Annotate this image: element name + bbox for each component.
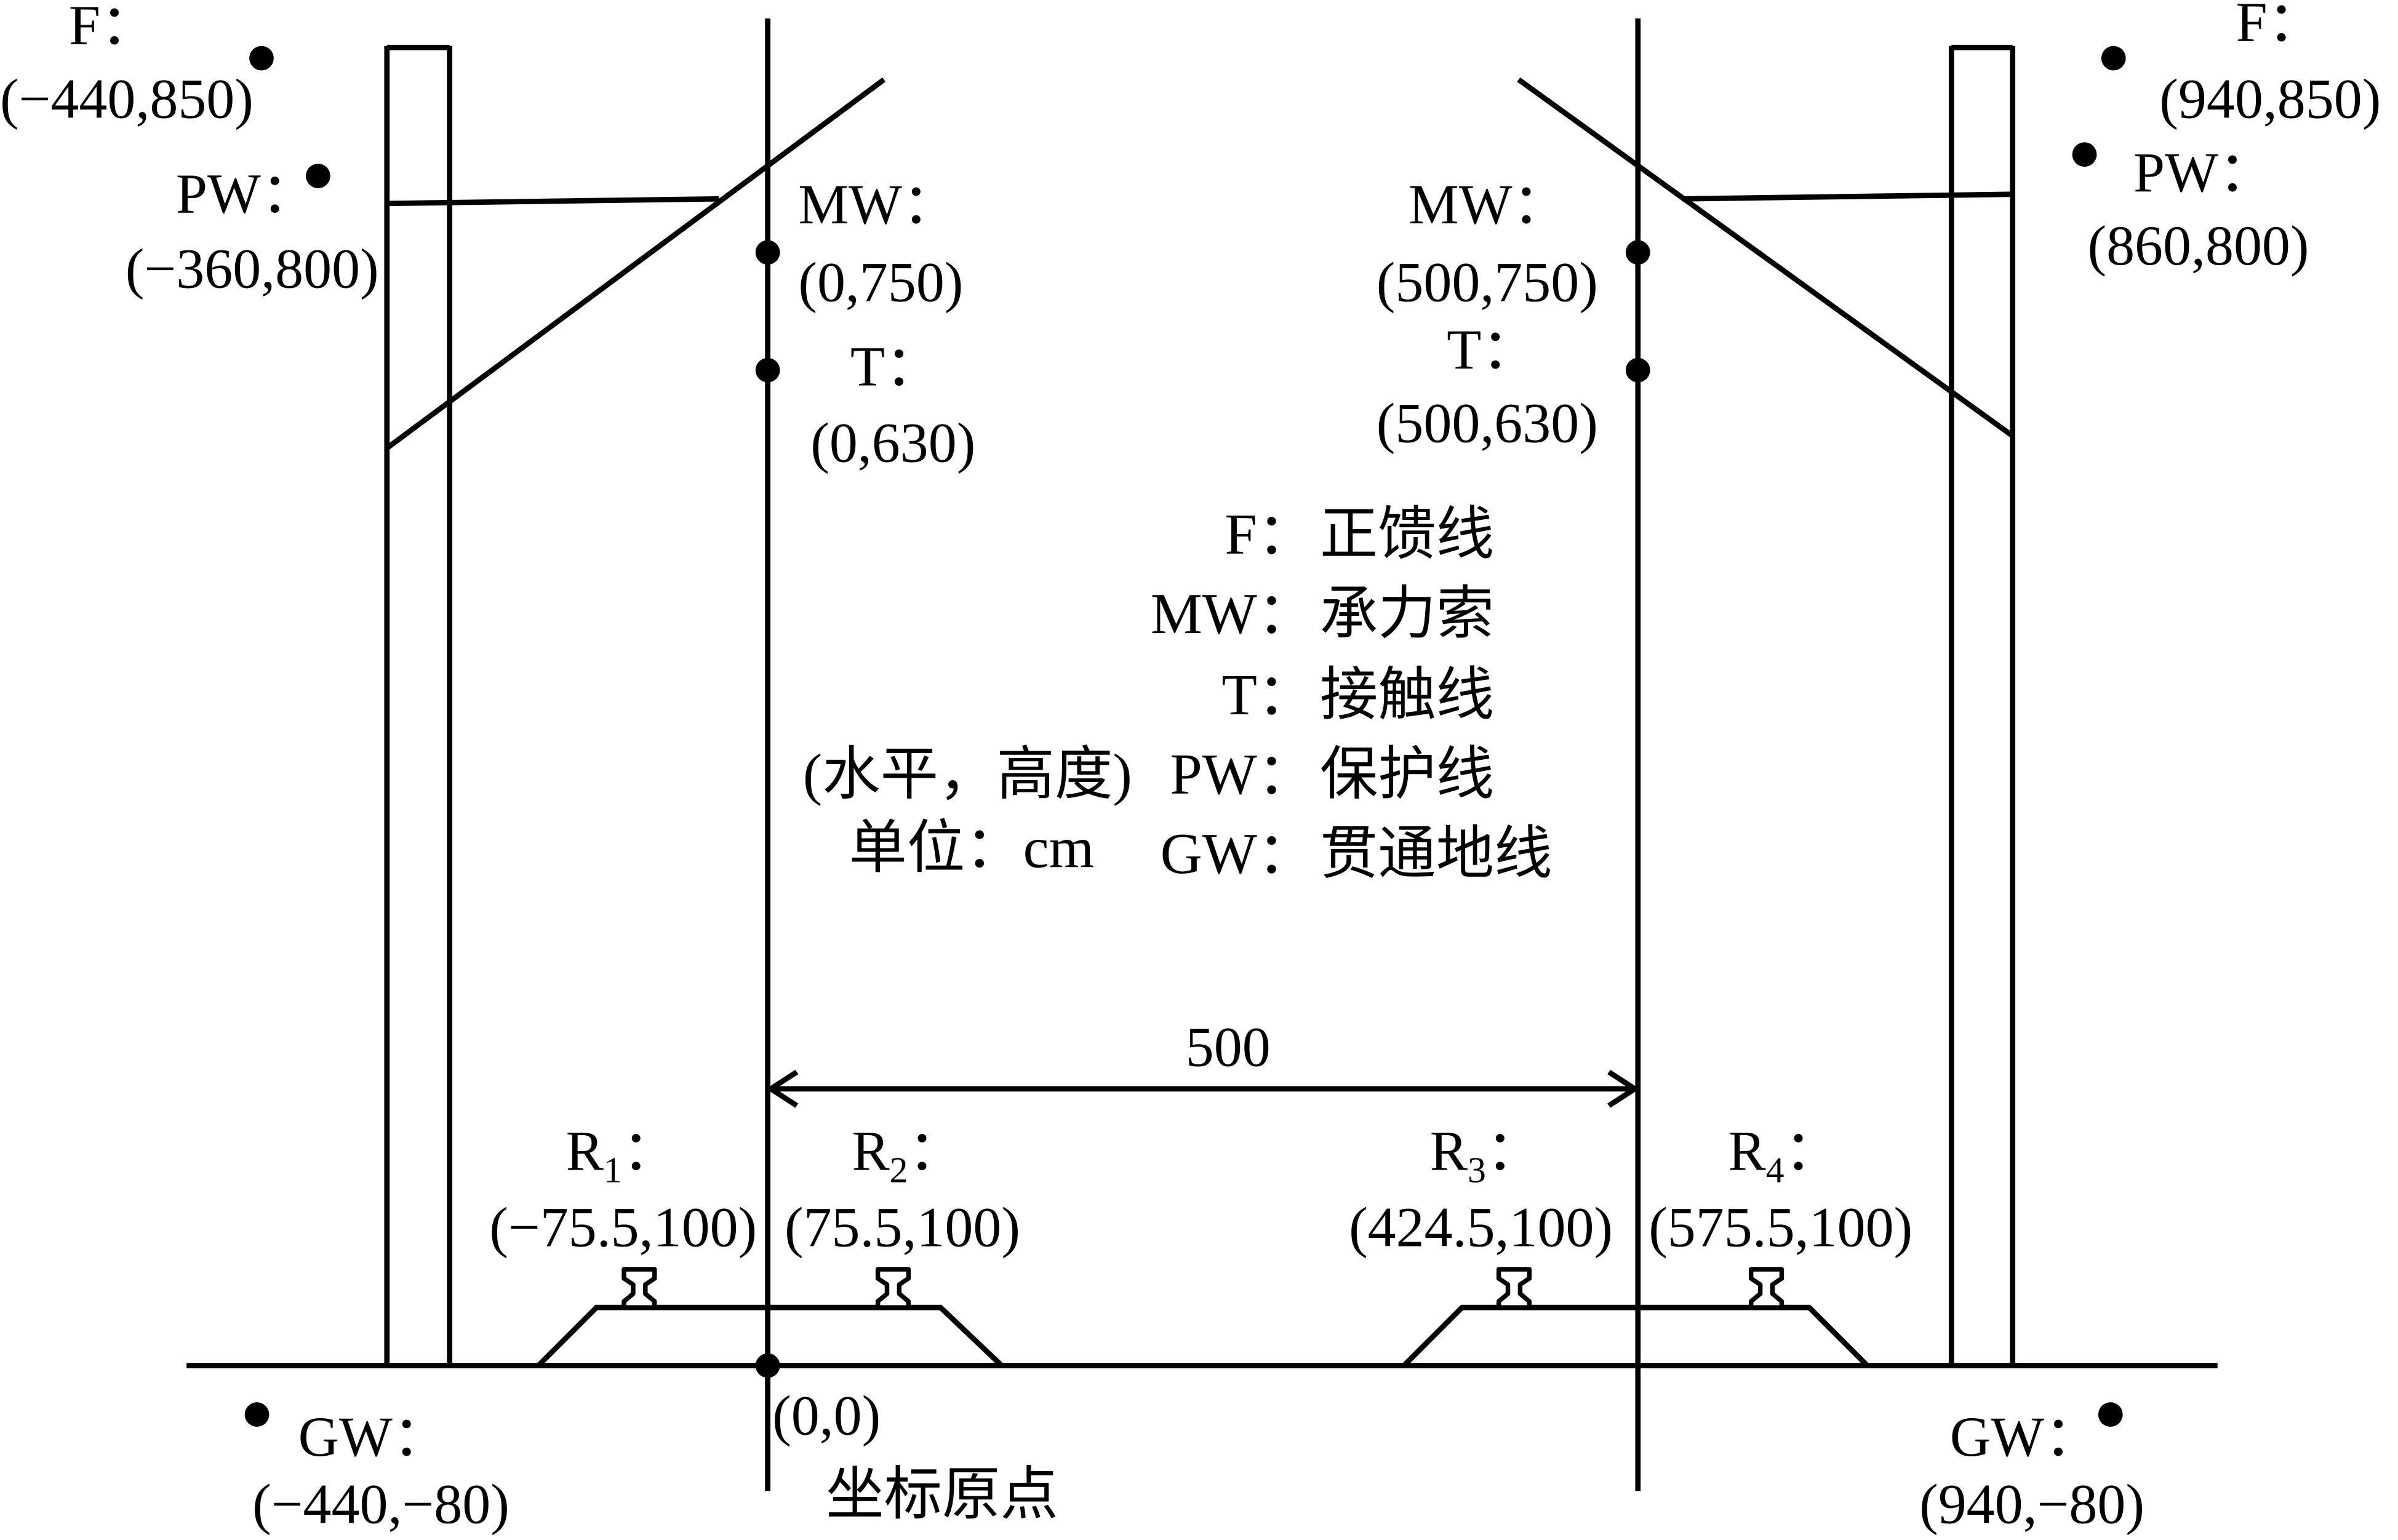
legend-name-pw: 保护线 xyxy=(1320,743,1494,807)
legend-name-gw: 贯通地线 xyxy=(1320,822,1553,886)
mw-right-coord: (500,750) xyxy=(1377,251,1598,314)
legend-abbr-f: F： xyxy=(1225,503,1315,567)
legend-unit-note: 单位：cm xyxy=(849,816,1094,880)
rail-1-letter: R xyxy=(566,1119,604,1182)
pw-left-coord: (−360,800) xyxy=(126,237,379,300)
rail-3-letter: R xyxy=(1430,1119,1468,1182)
mw-left-coord: (0,750) xyxy=(798,251,963,314)
pw-right-point xyxy=(2072,142,2097,167)
legend-name-f: 正馈线 xyxy=(1320,503,1494,567)
gw-right-coord: (940,−80) xyxy=(1919,1473,2144,1536)
rail-1-label: R1： xyxy=(566,1119,679,1190)
legend-name-t: 接触线 xyxy=(1320,663,1494,727)
rail-2-subscript: 2 xyxy=(890,1149,908,1190)
dimension-right-arrowhead xyxy=(1607,1069,1640,1108)
gw-left-label: GW： xyxy=(298,1405,449,1468)
right-cantilever-brace xyxy=(1517,77,2015,438)
gw-right-label: GW： xyxy=(1950,1405,2101,1468)
rail-4-letter: R xyxy=(1728,1119,1766,1182)
rail-4-label: R4： xyxy=(1728,1119,1840,1190)
t-left-coord: (0,630) xyxy=(810,412,975,474)
rail-1-profile xyxy=(621,1267,657,1310)
mw-right-label: MW： xyxy=(1409,173,1569,236)
right-pw-bracket xyxy=(1682,191,2013,202)
gw-left-point xyxy=(244,1402,270,1427)
pw-left-label: PW： xyxy=(176,162,318,225)
dimension-left-arrowhead xyxy=(765,1069,799,1108)
t-right-point xyxy=(1625,357,1650,383)
rail-1-colon: ： xyxy=(622,1119,679,1182)
right-track-bed xyxy=(1402,1304,1869,1368)
t-left-label: T： xyxy=(850,335,941,397)
legend-abbr-mw: MW： xyxy=(1151,582,1316,646)
gw-left-coord: (−440,−80) xyxy=(252,1473,510,1536)
origin-caption: 坐标原点 xyxy=(826,1463,1058,1527)
origin-coord: (0,0) xyxy=(772,1384,881,1446)
gw-right-point xyxy=(2098,1402,2123,1427)
legend-abbr-gw: GW： xyxy=(1161,822,1316,886)
rail-2-coord: (75.5,100) xyxy=(785,1196,1020,1259)
legend-abbr-pw: PW： xyxy=(1170,743,1315,807)
f-left-point xyxy=(249,46,274,71)
rail-4-subscript: 4 xyxy=(1766,1149,1785,1190)
t-right-coord: (500,630) xyxy=(1377,391,1598,454)
rail-3-profile xyxy=(1496,1267,1532,1310)
f-right-label: F： xyxy=(2236,0,2324,54)
mw-left-label: MW： xyxy=(798,173,958,236)
t-left-point xyxy=(755,357,780,383)
pw-left-point xyxy=(306,164,330,188)
origin-point xyxy=(755,1353,780,1378)
rail-4-colon: ： xyxy=(1785,1119,1841,1182)
rail-1-coord: (−75.5,100) xyxy=(489,1196,757,1259)
track-spacing-value: 500 xyxy=(1186,1015,1271,1078)
f-left-coord: (−440,850) xyxy=(0,68,254,130)
rail-1-subscript: 1 xyxy=(604,1149,622,1190)
rail-2-label: R2： xyxy=(852,1119,964,1190)
rail-3-coord: (424.5,100) xyxy=(1349,1196,1613,1259)
rail-3-colon: ： xyxy=(1486,1119,1543,1182)
left-track-bed xyxy=(536,1304,1004,1368)
legend-name-mw: 承力索 xyxy=(1320,582,1494,646)
pw-right-label: PW： xyxy=(2133,141,2275,204)
pw-right-coord: (860,800) xyxy=(2087,214,2309,277)
left-pw-bracket xyxy=(386,196,719,207)
left-cantilever-brace xyxy=(385,77,886,450)
rail-4-coord: (575.5,100) xyxy=(1649,1196,1912,1259)
mw-left-point xyxy=(755,240,780,265)
rail-2-letter: R xyxy=(852,1119,890,1182)
f-left-label: F： xyxy=(69,0,157,57)
f-right-point xyxy=(2101,46,2126,71)
rail-2-profile xyxy=(875,1267,911,1310)
t-right-label: T： xyxy=(1447,318,1538,381)
rail-2-colon: ： xyxy=(908,1119,964,1182)
mw-right-point xyxy=(1625,240,1650,265)
rail-4-profile xyxy=(1748,1267,1785,1310)
rail-3-label: R3： xyxy=(1430,1119,1543,1190)
legend-coord-note: (水平，高度) xyxy=(803,743,1132,807)
f-right-coord: (940,850) xyxy=(2159,68,2381,130)
rail-3-subscript: 3 xyxy=(1468,1149,1486,1190)
legend-abbr-t: T： xyxy=(1221,663,1315,727)
